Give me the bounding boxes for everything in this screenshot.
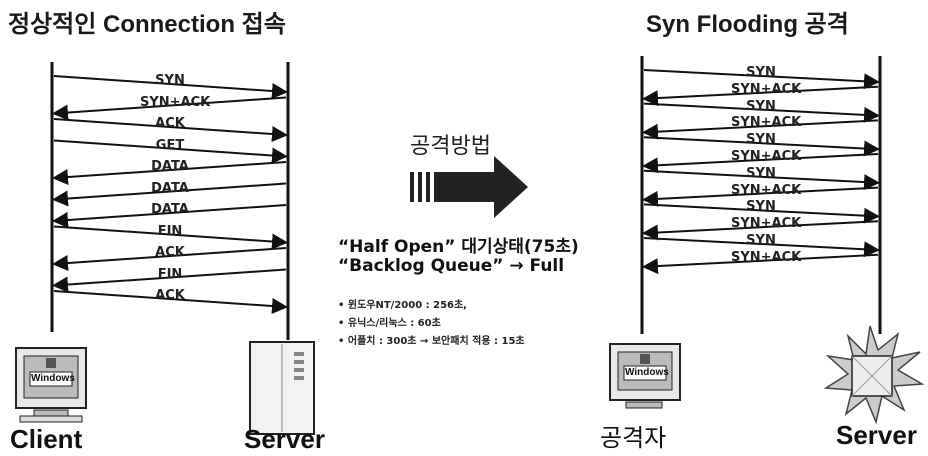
client-computer-icon <box>16 348 86 422</box>
method-heading: 공격방법 <box>410 128 491 160</box>
right-msg-label-0: SYN <box>731 65 791 80</box>
right-msg-label-1: SYN+ACK <box>731 82 791 97</box>
right-msg-label-2: SYN <box>731 99 791 114</box>
right-msg-label-3: SYN+ACK <box>731 115 791 130</box>
left-msg-label-1: SYN+ACK <box>140 95 200 110</box>
left-msg-label-2: ACK <box>140 116 200 131</box>
backlog-queue-text: “Backlog Queue” → Full <box>338 256 564 276</box>
left-server-label: Server <box>244 424 325 455</box>
right-msg-label-11: SYN+ACK <box>731 250 791 265</box>
exploding-server-icon <box>826 326 922 422</box>
client-windows-text: Windows <box>31 373 75 384</box>
right-msg-label-4: SYN <box>731 132 791 147</box>
left-msg-label-6: DATA <box>140 202 200 217</box>
right-server-label: Server <box>836 420 917 451</box>
server-tower-icon <box>250 342 314 434</box>
right-msg-label-8: SYN <box>731 199 791 214</box>
half-open-text: “Half Open” 대기상태(75초) <box>338 232 579 257</box>
left-msg-label-4: DATA <box>140 159 200 174</box>
note-windows: • 윈도우NT/2000 : 256초, <box>338 296 467 311</box>
attacker-label: 공격자 <box>600 418 666 453</box>
method-arrow <box>410 156 528 218</box>
right-msg-label-7: SYN+ACK <box>731 183 791 198</box>
left-msg-label-5: DATA <box>140 181 200 196</box>
note-unix: • 유닉스/리눅스 : 60초 <box>338 314 441 329</box>
right-msg-label-6: SYN <box>731 166 791 181</box>
left-msg-label-0: SYN <box>140 73 200 88</box>
left-msg-label-9: FIN <box>140 267 200 282</box>
left-msg-label-7: FIN <box>140 224 200 239</box>
client-label: Client <box>10 424 82 455</box>
left-msg-label-10: ACK <box>140 288 200 303</box>
right-msg-label-10: SYN <box>731 233 791 248</box>
right-msg-label-5: SYN+ACK <box>731 149 791 164</box>
left-msg-label-8: ACK <box>140 245 200 260</box>
right-msg-label-9: SYN+ACK <box>731 216 791 231</box>
left-msg-label-3: GET <box>140 138 200 153</box>
attacker-windows-text: Windows <box>625 367 669 378</box>
note-patch: • 어플치 : 300초 → 보안패치 적용 : 15초 <box>338 332 525 347</box>
